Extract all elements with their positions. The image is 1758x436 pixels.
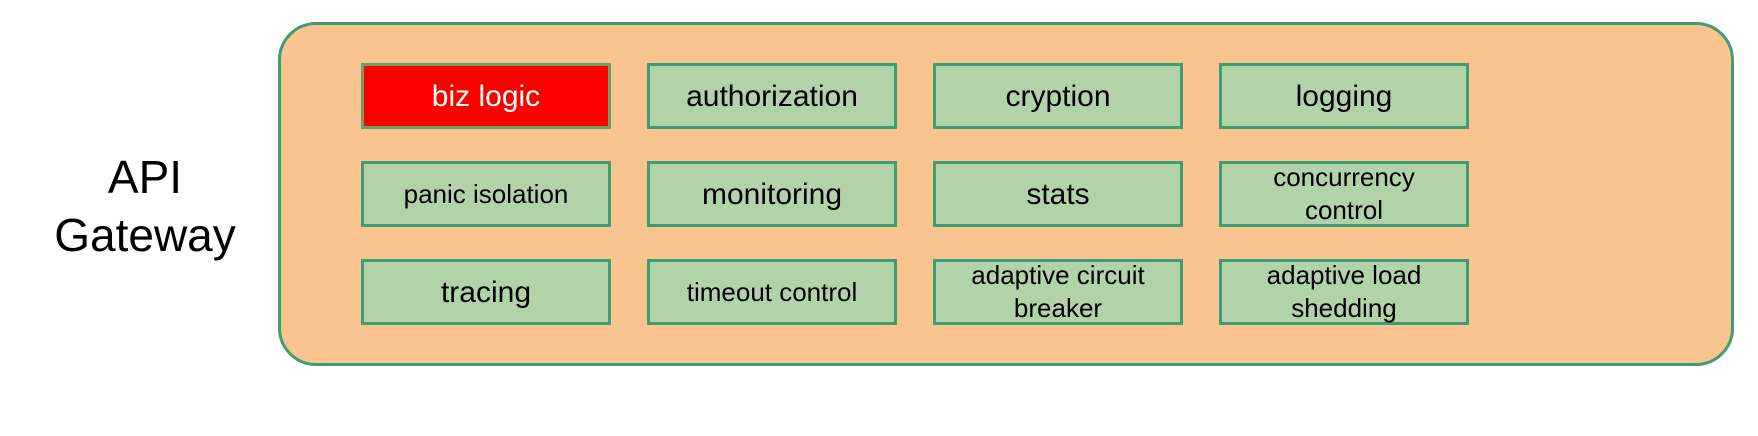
capability-box[interactable]: monitoring bbox=[647, 161, 897, 227]
capability-label: concurrency control bbox=[1273, 162, 1415, 225]
capability-label: timeout control bbox=[686, 276, 858, 307]
capability-box[interactable]: logging bbox=[1219, 63, 1469, 129]
capability-label: adaptive circuit breaker bbox=[971, 260, 1145, 323]
capability-label: cryption bbox=[1005, 79, 1111, 113]
capability-box[interactable]: concurrency control bbox=[1219, 161, 1469, 227]
api-gateway-container: biz logic authorization cryption logging pan… bbox=[278, 22, 1734, 366]
capability-box[interactable]: biz logic bbox=[361, 63, 611, 129]
capability-box[interactable]: stats bbox=[933, 161, 1183, 227]
capability-label: authorization bbox=[686, 79, 858, 113]
capability-box[interactable]: cryption bbox=[933, 63, 1183, 129]
capability-box[interactable]: tracing bbox=[361, 259, 611, 325]
capability-label: stats bbox=[1026, 177, 1090, 211]
capability-label: tracing bbox=[440, 275, 532, 309]
capability-box[interactable]: authorization bbox=[647, 63, 897, 129]
api-gateway-label: API Gateway bbox=[54, 151, 236, 261]
capability-label: monitoring bbox=[701, 177, 843, 211]
capability-box[interactable]: timeout control bbox=[647, 259, 897, 325]
capability-box[interactable]: adaptive load shedding bbox=[1219, 259, 1469, 325]
capability-box[interactable]: adaptive circuit breaker bbox=[933, 259, 1183, 325]
capability-label: logging bbox=[1295, 79, 1393, 113]
capability-label: adaptive load shedding bbox=[1266, 260, 1422, 323]
capability-label: biz logic bbox=[431, 79, 541, 113]
capability-label: panic isolation bbox=[403, 178, 569, 209]
capability-grid: biz logic authorization cryption logging pan… bbox=[361, 63, 1657, 325]
capability-box[interactable]: panic isolation bbox=[361, 161, 611, 227]
